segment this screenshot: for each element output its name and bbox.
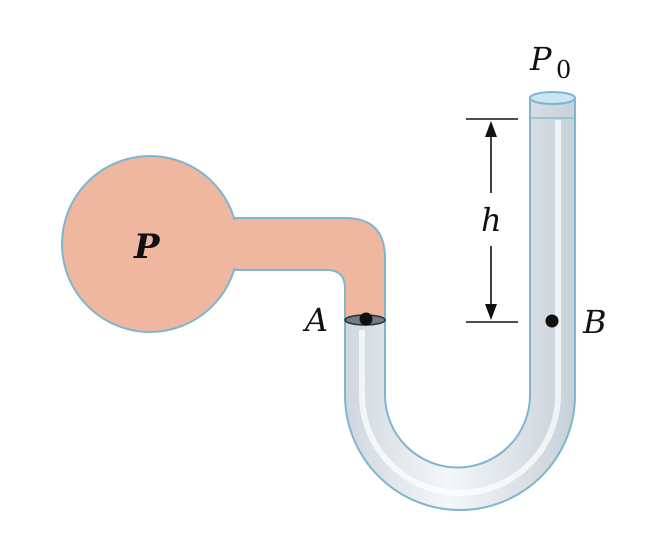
point-b-dot: [545, 314, 559, 328]
gas-seam-cover: [200, 220, 240, 268]
arrowhead-up-icon: [485, 121, 497, 137]
label-atmospheric-subscript: 0: [556, 56, 571, 84]
tube-open-end: [529, 91, 576, 105]
label-height: h: [481, 201, 502, 239]
label-atmospheric-pressure: P: [529, 40, 552, 78]
arrowhead-down-icon: [485, 304, 497, 320]
u-tube-highlight: [359, 120, 561, 496]
label-point-b: B: [582, 303, 607, 341]
gas-container: [61, 155, 386, 333]
label-pressure: P: [133, 227, 161, 267]
u-tube-body: [344, 97, 576, 511]
label-point-a: A: [302, 301, 328, 339]
u-tube: [344, 91, 576, 511]
point-a-dot: [359, 312, 373, 326]
height-indicator: [466, 118, 518, 323]
